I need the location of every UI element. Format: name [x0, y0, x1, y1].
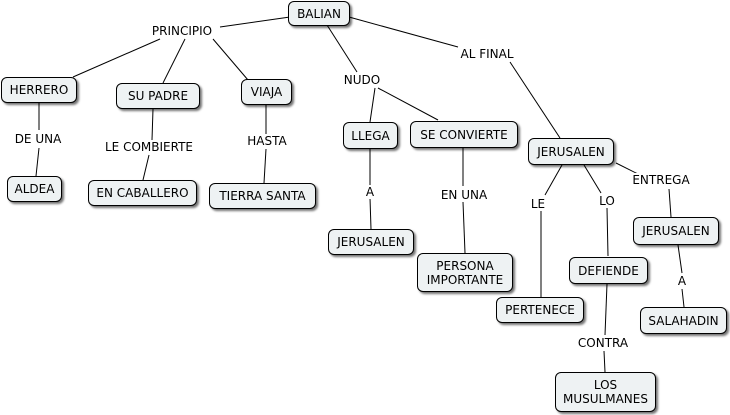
node-salahadin[interactable]: SALAHADIN [640, 307, 727, 334]
node-jerusalen-final[interactable]: JERUSALEN [528, 138, 614, 165]
link-label-contra: CONTRA [577, 336, 629, 350]
node-pertenece[interactable]: PERTENECE [496, 297, 584, 323]
connector-line [219, 16, 291, 28]
connector-line [142, 154, 150, 181]
node-balian[interactable]: BALIAN [288, 1, 350, 26]
connector-line [462, 201, 466, 254]
node-aldea[interactable]: ALDEA [7, 176, 62, 202]
connector-line [212, 38, 249, 81]
link-label-le: LE [530, 197, 546, 211]
link-label-le-combierte: LE COMBIERTE [105, 140, 193, 154]
connector-line [151, 108, 154, 141]
link-label-lo: LO [599, 194, 615, 208]
node-tierra-santa[interactable]: TIERRA SANTA [209, 183, 316, 209]
connector-line [377, 87, 439, 121]
node-llega[interactable]: LLEGA [343, 122, 398, 149]
connector-line [681, 288, 685, 308]
node-jerusalen[interactable]: JERUSALEN [328, 229, 414, 255]
connector-line [326, 24, 358, 73]
connector-line [263, 148, 267, 184]
connector-line [668, 188, 672, 218]
link-label-de-una: DE UNA [14, 132, 62, 146]
node-jerusalen-entrega[interactable]: JERUSALEN [633, 217, 719, 245]
node-persona-importante[interactable]: PERSONA IMPORTANTE [417, 253, 513, 292]
node-herrero[interactable]: HERRERO [1, 77, 77, 103]
connector-line [35, 147, 40, 177]
link-label-en-una: EN UNA [440, 188, 488, 202]
connector-line [162, 38, 186, 84]
connector-line [369, 87, 376, 123]
link-label-nudo: NUDO [343, 73, 381, 87]
link-label-a: A [365, 185, 375, 199]
connector-line [348, 16, 459, 48]
connector-line [583, 164, 602, 194]
connector-line [72, 38, 161, 78]
node-en-caballero[interactable]: EN CABALLERO [88, 180, 197, 206]
link-label-principio: PRINCIPIO [151, 24, 213, 38]
node-su-padre[interactable]: SU PADRE [116, 83, 200, 109]
link-label-hasta: HASTA [247, 134, 287, 148]
connector-line [604, 283, 608, 336]
connector-line [603, 350, 606, 373]
node-se-convierte[interactable]: SE CONVIERTE [410, 121, 518, 148]
connector-line [606, 207, 609, 257]
node-los-musulmanes[interactable]: LOS MUSULMANES [555, 372, 656, 412]
connector-line [509, 61, 561, 139]
connector-line [615, 162, 639, 175]
link-label-a: A [677, 274, 687, 288]
connector-line [369, 197, 372, 230]
link-label-entrega: ENTREGA [632, 173, 690, 187]
node-defiende[interactable]: DEFIENDE [569, 257, 648, 284]
connector-line [544, 164, 563, 196]
link-label-al-final: AL FINAL [460, 47, 514, 61]
node-viaja[interactable]: VIAJA [241, 79, 292, 105]
connector-line [677, 244, 683, 274]
